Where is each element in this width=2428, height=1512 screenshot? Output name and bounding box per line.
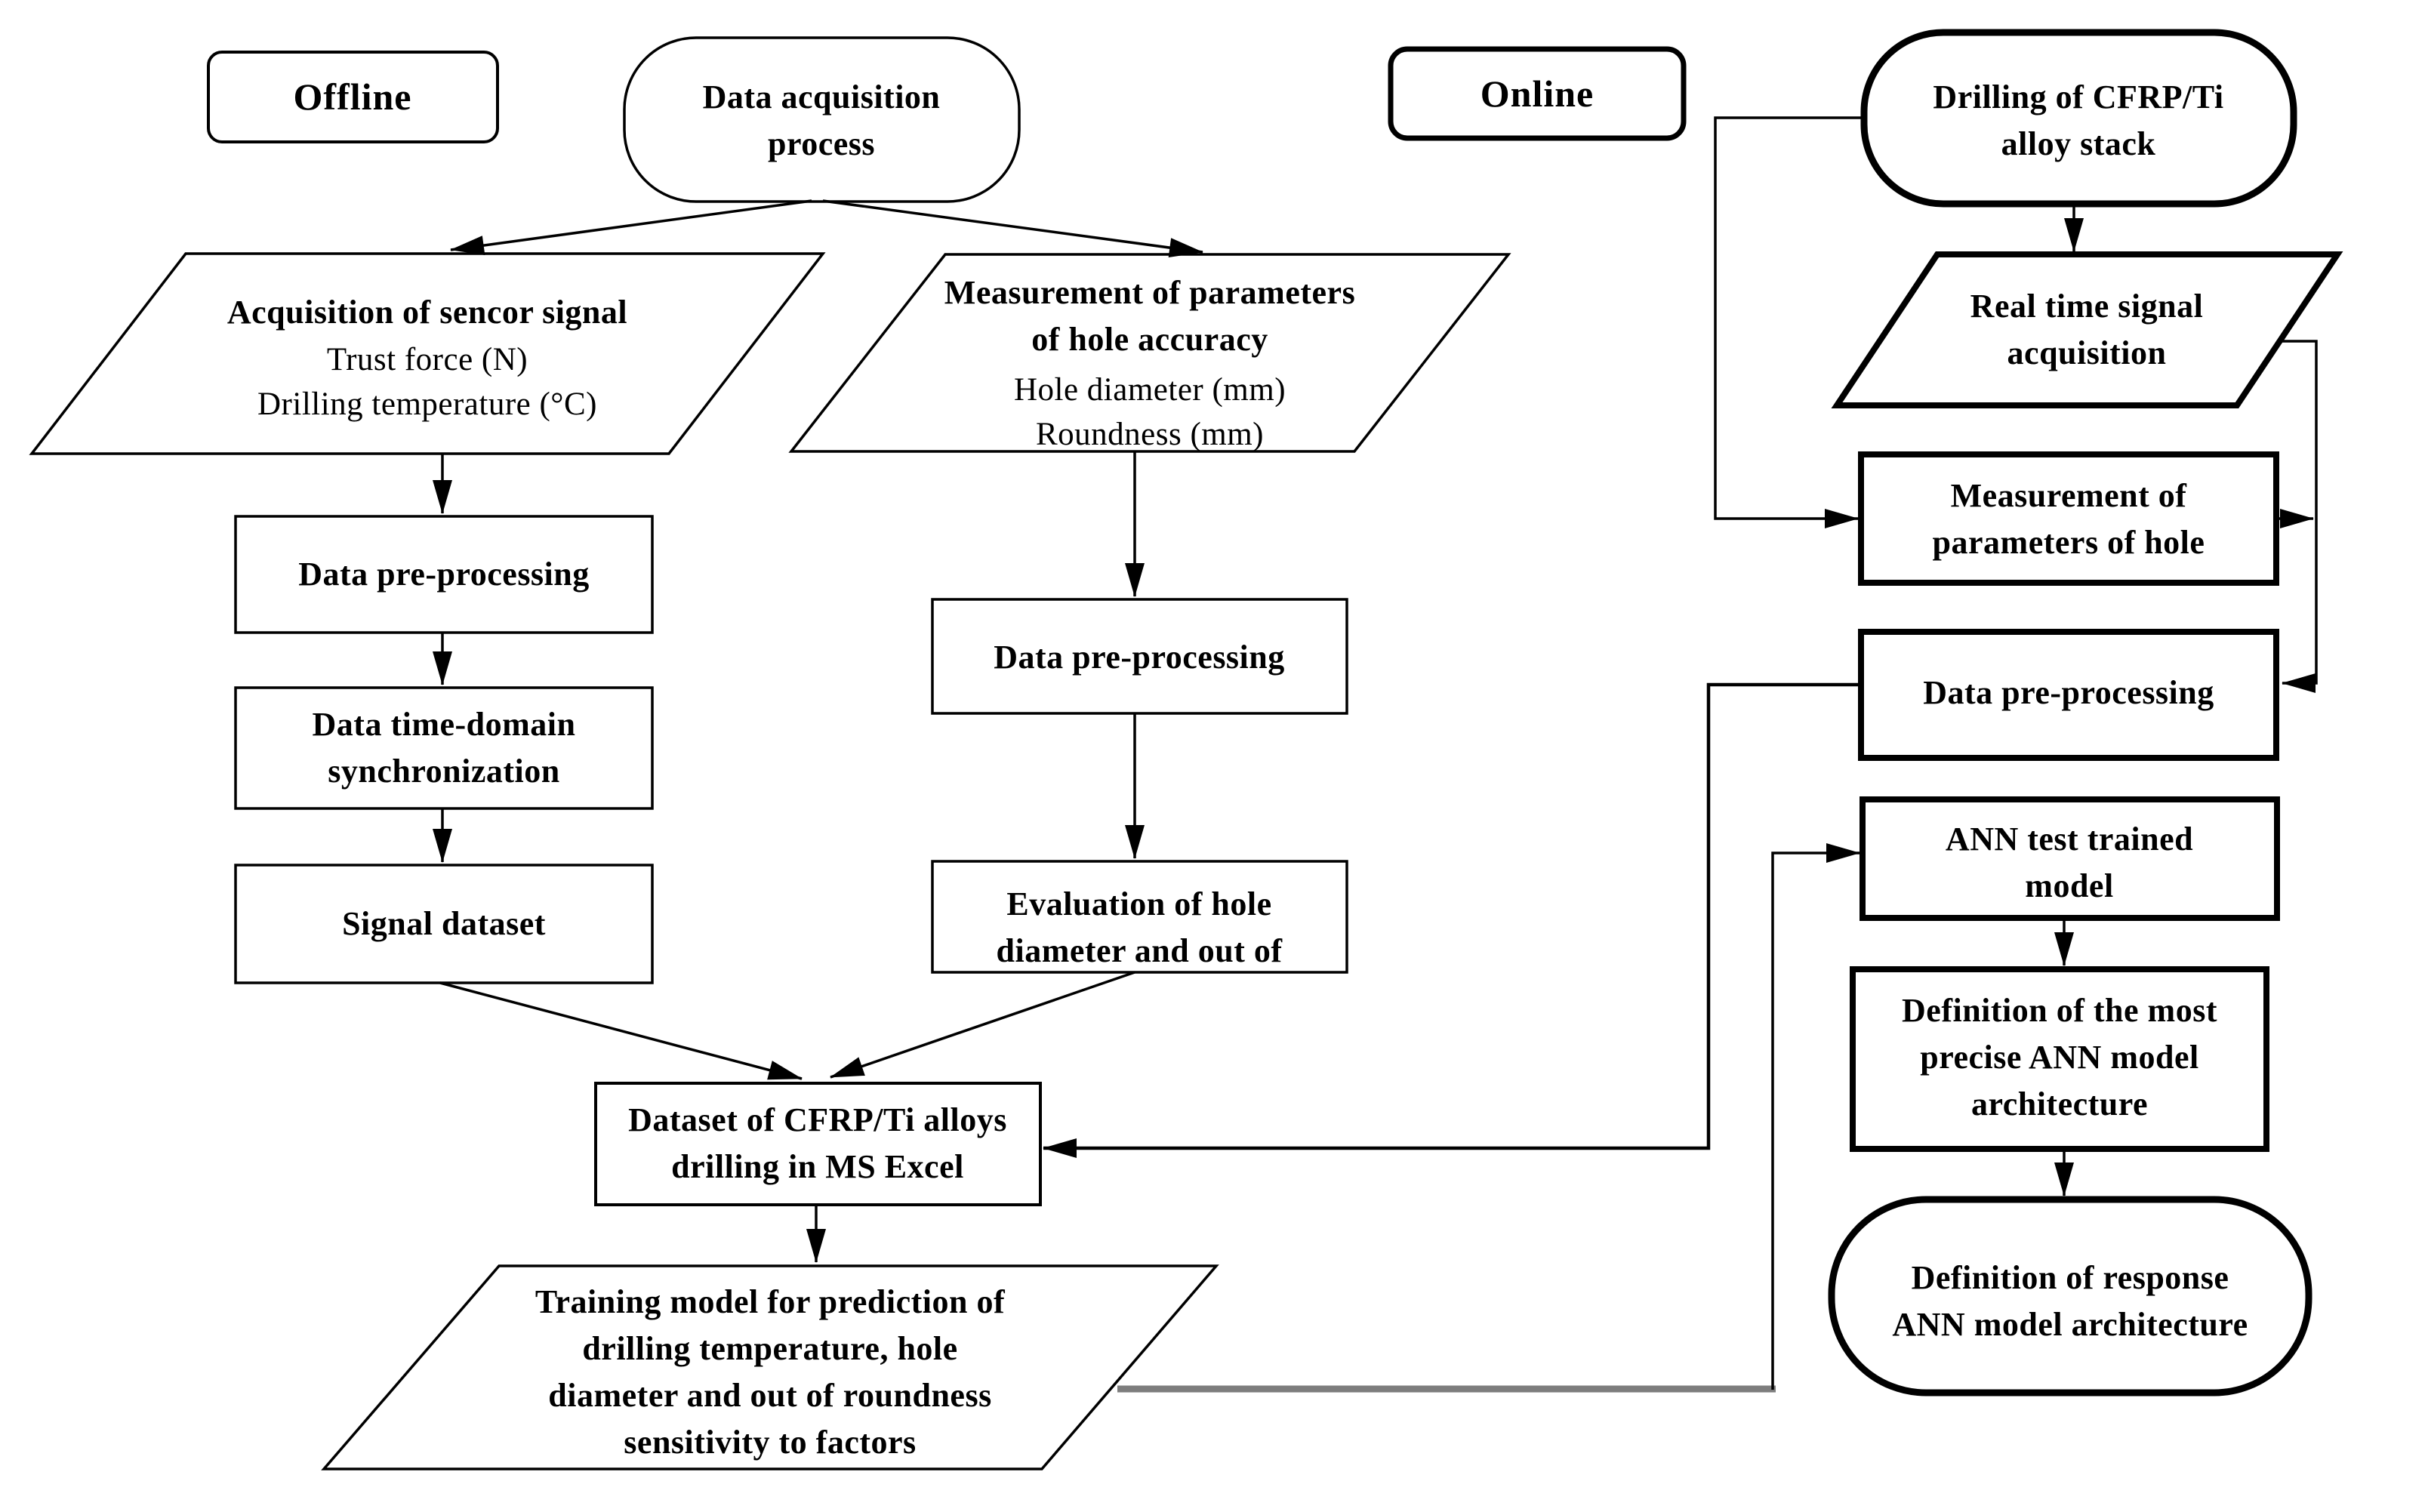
arrow-process-to-sensor-acquisition [450,199,812,255]
arrow-online-preprocessing-to-dataset [1043,682,1861,1158]
online-section-label: Online [1480,72,1595,115]
arrow-process-to-hole-measurement [822,199,1203,257]
measurement-hole-accuracy-parallelogram [788,253,1511,453]
data-preprocessing-offline-1-shape [234,515,654,634]
signal-dataset-shape [234,864,654,984]
node-measurement-accuracy-units: Hole diameter (mm) Roundness (mm) [1013,372,1286,452]
node-time-domain-synchronization: Data time-domain synchronization [312,706,576,790]
arrow-training-to-ann-test [1771,843,1860,1390]
node-acquisition-sensor-title: Acquisition of sencor signal [226,294,628,331]
acquisition-sensor-parallelogram [29,252,826,455]
node-realtime-signal-acquisition: Real time signal acquisition [1970,288,2204,371]
node-acquisition-sensor-units: Trust force (N) Drilling temperature (°C… [257,342,597,422]
node-drilling-cfrp-ti-stack: Drilling of CFRP/Ti alloy stack [1933,79,2224,162]
arrow-evaluation-to-excel [830,971,1135,1079]
node-ann-test-trained-model: ANN test trained model [1945,821,2194,904]
node-evaluation-hole-diameter: Evaluation of hole diameter and out of [996,885,1283,969]
time-domain-synchronization-shape [234,686,654,810]
ann-test-trained-model-shape [1860,796,2280,921]
offline-section-label: Offline [293,75,412,118]
data-acquisition-process-shape [623,36,1021,203]
node-data-preprocessing-offline-2: Data pre-processing [994,639,1285,676]
node-dataset-ms-excel: Dataset of CFRP/Ti alloys drilling in MS… [628,1101,1007,1185]
node-definition-precise-ann: Definition of the most precise ANN model… [1902,992,2217,1122]
evaluation-hole-diameter-shape [931,860,1348,974]
arrow-signal-dataset-to-excel [439,981,803,1080]
arrow-drilling-to-hole-measurement [1714,116,1864,528]
measurement-parameters-hole-shape [1858,451,2279,586]
node-signal-dataset: Signal dataset [342,905,546,942]
dataset-ms-excel-shape [594,1082,1042,1206]
online-badge-shape [1388,46,1687,141]
data-preprocessing-online-shape [1858,629,2279,761]
realtime-signal-acquisition-parallelogram [1831,251,2343,408]
definition-response-ann-shape [1828,1196,2312,1397]
node-data-acquisition-process: Data acquisition process [702,79,941,162]
offline-badge-shape [207,51,499,143]
node-training-model: Training model for prediction of drillin… [535,1283,1006,1461]
node-measurement-accuracy-title: Measurement of parameters of hole accura… [944,274,1356,358]
definition-precise-ann-shape [1850,966,2269,1152]
training-model-parallelogram [321,1264,1219,1470]
node-definition-response-ann: Definition of response ANN model archite… [1892,1259,2248,1343]
node-data-preprocessing-online: Data pre-processing [1923,674,2214,711]
data-preprocessing-offline-2-shape [931,598,1348,715]
arrow-realtime-to-online-preprocessing [2280,340,2318,693]
node-measurement-parameters-hole: Measurement of parameters of hole [1932,477,2205,561]
node-data-preprocessing-offline-1: Data pre-processing [298,556,590,593]
